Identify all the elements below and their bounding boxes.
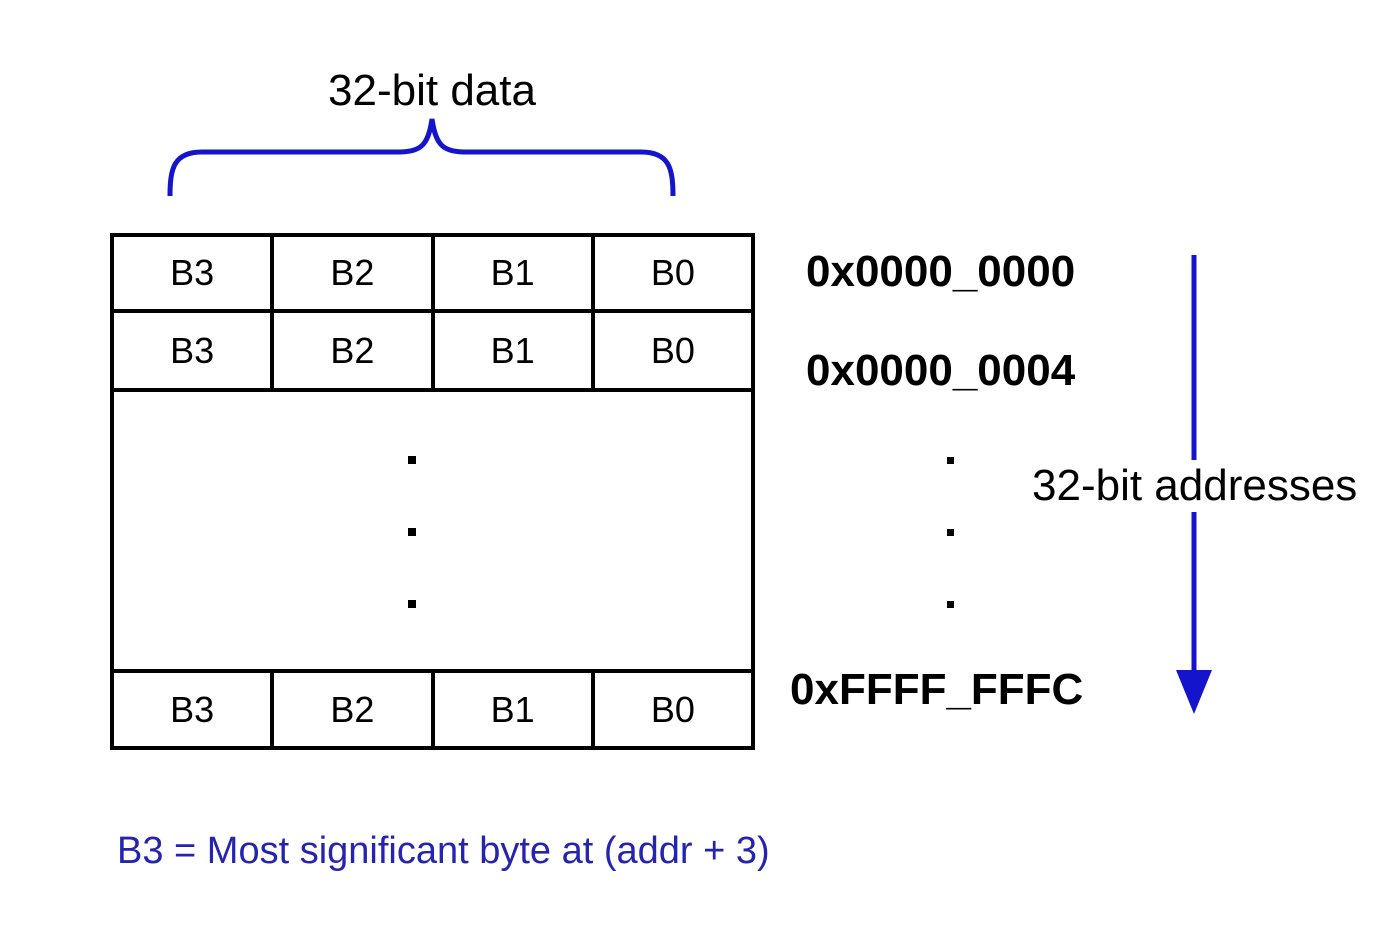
address-label-first: 0x0000_0000 — [806, 247, 1076, 296]
byte-row-last: B3 B2 B1 B0 — [114, 673, 751, 746]
byte-cell-b3: B3 — [114, 673, 275, 746]
byte-cell-b1: B1 — [435, 673, 595, 746]
byte-row-second: B3 B2 B1 B0 — [114, 313, 751, 392]
byte-cell-b0: B0 — [650, 329, 695, 371]
memory-ellipsis-region — [114, 392, 751, 673]
addresses-direction-label: 32-bit addresses — [1029, 460, 1361, 512]
ellipsis-dot — [408, 528, 416, 536]
byte-cell-b1: B1 — [435, 313, 595, 388]
ellipsis-dot — [947, 601, 954, 608]
arrow-head — [1176, 670, 1212, 714]
endianness-note: B3 = Most significant byte at (addr + 3) — [117, 830, 770, 872]
diagram-title: 32-bit data — [328, 66, 536, 115]
ellipsis-dot — [947, 457, 954, 464]
byte-cell-b0: B0 — [650, 688, 695, 730]
ellipsis-dot — [947, 529, 954, 536]
memory-table: B3 B2 B1 B0 B3 B2 B1 B0 B3 B2 B1 B0 — [110, 233, 755, 750]
byte-row-first: B3 B2 B1 B0 — [114, 237, 751, 313]
data-width-brace-icon — [167, 118, 676, 197]
byte-cell-b2: B2 — [274, 313, 435, 388]
ellipsis-dot — [408, 600, 416, 608]
table-ellipsis-dots — [408, 456, 416, 608]
byte-cell-b3: B3 — [114, 237, 275, 309]
byte-cell-b3: B3 — [114, 313, 275, 388]
byte-cell-b2: B2 — [274, 673, 435, 746]
byte-cell-b2: B2 — [274, 237, 435, 309]
ellipsis-dot — [408, 456, 416, 464]
byte-cell-b1: B1 — [435, 237, 595, 309]
address-ellipsis-dots — [947, 457, 954, 608]
address-label-second: 0x0000_0004 — [806, 346, 1076, 395]
byte-cell-b0: B0 — [650, 252, 695, 293]
address-label-last: 0xFFFF_FFFC — [790, 665, 1084, 714]
